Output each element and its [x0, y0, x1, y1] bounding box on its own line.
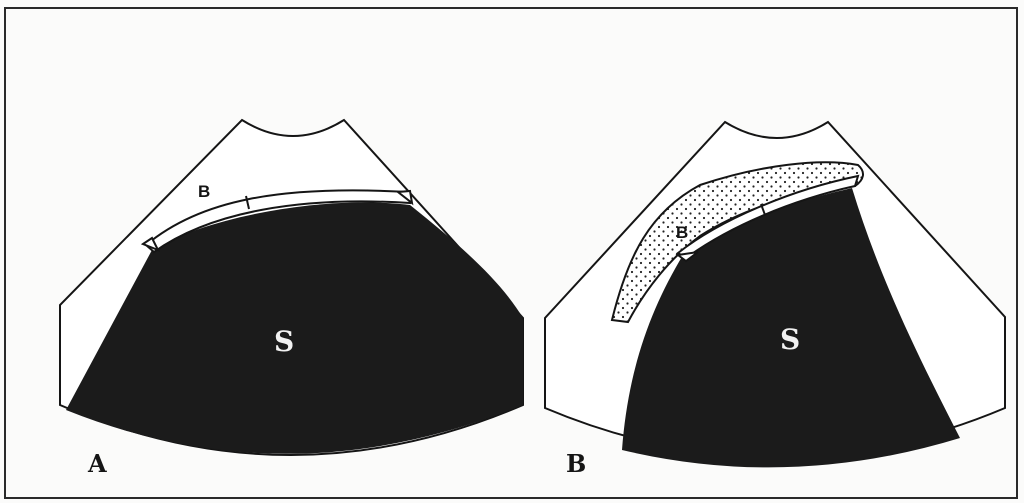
panel-b-structure-label: B	[676, 223, 688, 242]
panel-a: B S A	[60, 120, 523, 478]
panel-b-letter: B	[566, 449, 586, 478]
panel-a-mass-label: S	[274, 325, 294, 358]
panel-a-structure-label: B	[198, 182, 210, 201]
panel-a-letter: A	[87, 449, 107, 478]
panel-b-mass-label: S	[780, 323, 800, 356]
panel-b: B S B	[545, 122, 1005, 478]
